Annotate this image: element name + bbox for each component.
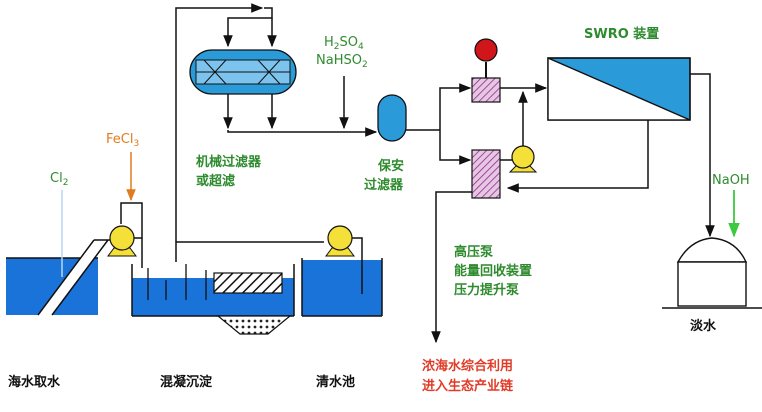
intake-to-coag-pipe — [120, 202, 143, 239]
label-fresh-water: 淡水 — [690, 319, 717, 334]
label-brine-line2: 进入生态产业链 — [422, 379, 514, 394]
label-energy-line3: 压力提升泵 — [454, 283, 520, 298]
label-energy-line1: 高压泵 — [454, 245, 494, 260]
intake-pump — [107, 225, 137, 257]
security-filter — [377, 94, 407, 142]
pump-suction-pipe — [352, 237, 363, 294]
coagulation-tank — [131, 264, 295, 335]
swro-unit — [547, 57, 691, 121]
brine-discharge-pipe — [431, 191, 472, 344]
riser-to-mechanical-filter — [175, 3, 264, 242]
intake-basin — [6, 239, 112, 316]
label-intake: 海水取水 — [8, 375, 61, 390]
chem-nahso2: NaHSO2 — [316, 53, 368, 70]
label-energy-line2: 能量回收装置 — [454, 264, 533, 279]
chem-naoh: NaOH — [712, 173, 750, 188]
concentrate-return-pipe — [506, 120, 649, 193]
label-filter-line2: 或超滤 — [196, 174, 236, 189]
sludge-hopper — [216, 315, 292, 335]
label-coagulation: 混凝沉淀 — [160, 375, 213, 390]
fresh-water-tank — [662, 237, 762, 309]
chem-cl2: Cl2 — [50, 171, 69, 188]
label-brine-line1: 浓海水综合利用 — [422, 359, 514, 374]
filter-to-security-pipe — [227, 127, 378, 137]
high-pressure-pump — [471, 38, 501, 103]
clear-water-tank — [301, 258, 383, 317]
clearwater-pump — [325, 225, 355, 257]
mechanical-filter — [189, 49, 297, 95]
booster-pump — [508, 145, 538, 173]
label-swro: SWRO 装置 — [584, 27, 660, 42]
energy-recovery-device — [471, 149, 501, 199]
label-clear-water-tank: 清水池 — [316, 375, 356, 390]
label-filter-line1: 机械过滤器 — [196, 155, 262, 170]
label-security-line1: 保安 — [378, 159, 405, 174]
chem-h2so4: H2SO4 — [324, 35, 364, 52]
chem-fecl3: FeCl3 — [106, 132, 140, 149]
label-security-line2: 过滤器 — [364, 178, 404, 193]
